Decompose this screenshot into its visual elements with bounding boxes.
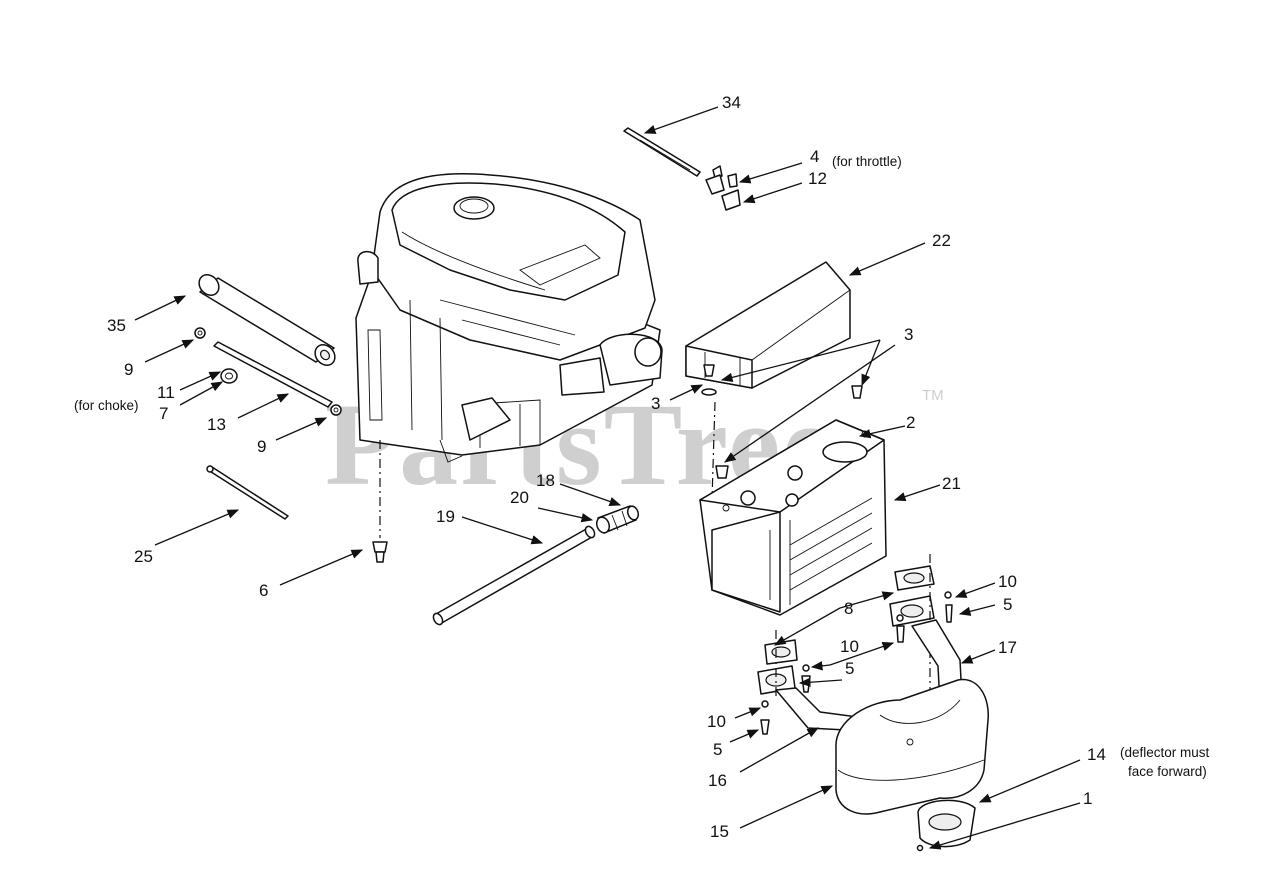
callout-10-right: 10 [998,572,1017,591]
callout-19: 19 [436,507,455,526]
engine [355,173,663,463]
part-15-muffler [835,678,989,815]
callout-21: 21 [942,474,961,493]
part-2-21-muffler-cover [699,419,887,616]
callout-5-right: 5 [1003,595,1012,614]
part-13-choke-rod [213,341,333,408]
callout-2: 2 [906,413,915,432]
callout-3-upper: 3 [904,325,913,344]
note-deflector-line2: face forward) [1128,764,1207,779]
part-20-18-fitting [595,505,640,534]
part-11-7-bushing [220,368,238,384]
callout-10-left: 10 [707,712,726,731]
callout-7: 7 [159,404,168,423]
part-25-cable-tie [206,465,289,520]
callout-9-lower: 9 [257,437,266,456]
part-22-heat-shield [685,261,851,389]
note-for-throttle: (for throttle) [832,154,902,169]
callout-15: 15 [710,822,729,841]
callout-35: 35 [107,316,126,335]
part-14-deflector [917,799,976,848]
callout-34: 34 [722,93,741,112]
callout-9-upper: 9 [124,360,133,379]
callout-11: 11 [157,383,175,402]
callout-8: 8 [844,599,853,618]
callout-5-mid: 5 [845,659,854,678]
part-8-gaskets [757,554,935,700]
leader-lines [134,106,1081,850]
part-19-tube [432,525,596,626]
part-3-bolts [701,364,863,501]
part-35-foam-sleeve [198,274,336,366]
callout-20: 20 [510,488,529,507]
callout-22: 22 [932,231,951,250]
part-34-throttle-cable [623,127,701,177]
callout-6: 6 [259,581,268,600]
note-for-choke: (for choke) [74,398,139,413]
part-6-bolt [372,440,388,563]
callout-13: 13 [207,415,226,434]
callout-25: 25 [134,547,153,566]
part-1-screw [916,844,924,852]
callout-1: 1 [1083,789,1092,808]
callout-3-left: 3 [651,394,660,413]
callout-5-left: 5 [713,740,722,759]
callout-18: 18 [536,471,555,490]
part-9-clip-upper [194,327,206,339]
callout-4: 4 [810,147,819,166]
callout-12: 12 [808,169,827,188]
callout-16: 16 [708,771,727,790]
note-deflector-line1: (deflector must [1120,745,1210,760]
part-9-clip-lower [330,404,342,416]
callout-10-mid: 10 [840,637,859,656]
trademark-symbol: TM [922,387,944,404]
callout-labels: 34 4 (for throttle) 12 22 3 3 2 21 35 9 … [74,93,1210,841]
callout-14: 14 [1087,745,1106,764]
part-4-12-clamp [705,165,741,211]
callout-17: 17 [998,638,1017,657]
